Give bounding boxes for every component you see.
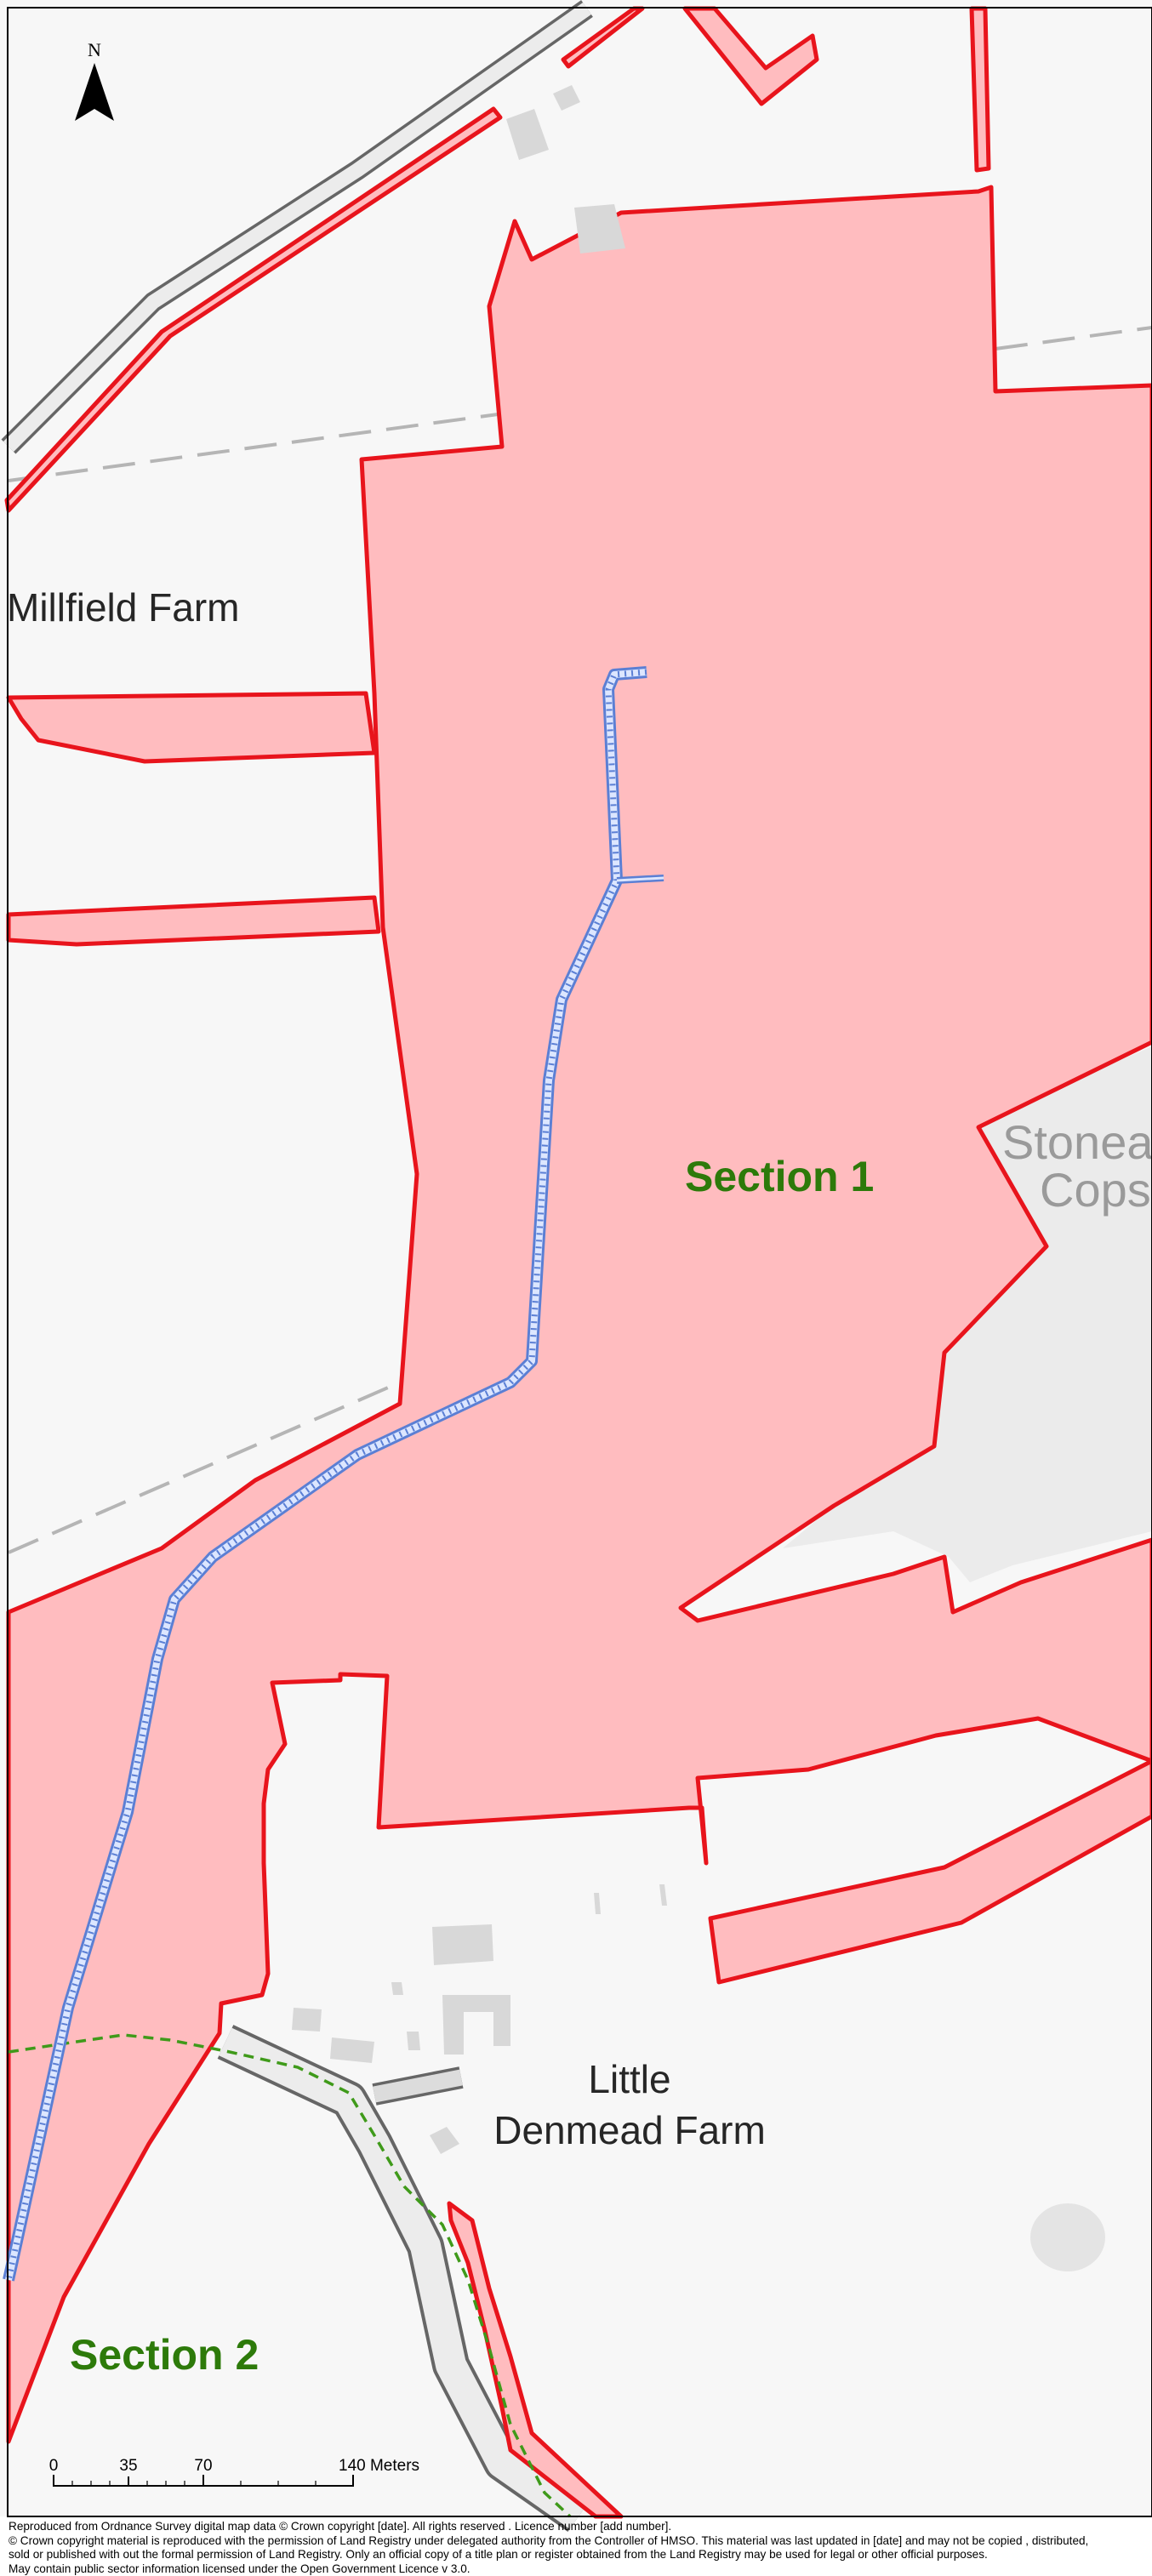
parcel-strip-east[interactable] — [708, 1758, 1152, 1985]
label-millfield-farm: Millfield Farm — [7, 585, 239, 630]
footer-line-1: Reproduced from Ordnance Survey digital … — [9, 2520, 672, 2533]
parcel-strip-west-1[interactable] — [6, 691, 377, 764]
north-arrow-icon — [75, 63, 114, 121]
farm-track-fill — [373, 2069, 463, 2103]
scale-tick-35: 35 — [119, 2457, 137, 2475]
scale-tick-0: 0 — [49, 2457, 59, 2475]
dashed-boundary-west — [8, 1381, 401, 1554]
woodland-area — [783, 1046, 1152, 1582]
scale-tick-70: 70 — [194, 2457, 212, 2475]
scale-tick-140: 140 Meters — [339, 2457, 419, 2475]
parcel-section-1[interactable] — [6, 185, 1152, 2444]
label-copse: Copse — [1040, 1163, 1152, 1217]
scale-bar: 0 35 70 140 Meters — [49, 2457, 419, 2487]
buildings-little-denmead — [292, 1884, 667, 2154]
footpath-green-dashed — [8, 2033, 572, 2518]
buildings-north — [506, 85, 625, 254]
label-denmead-farm: Denmead Farm — [493, 2108, 766, 2152]
label-stonead: Stonead — [1002, 1115, 1152, 1169]
label-little: Little — [588, 2057, 670, 2101]
road-south-fill — [219, 2027, 588, 2529]
label-section-1: Section 1 — [685, 1153, 874, 1200]
footer-line-4: May contain public sector information li… — [9, 2562, 470, 2575]
parcel-strip-northeast[interactable] — [969, 6, 991, 173]
pond-area — [1030, 2203, 1105, 2271]
map-frame — [7, 7, 1152, 2517]
cable-route[interactable] — [3, 666, 664, 2282]
north-arrow: N — [75, 39, 114, 121]
label-section-2: Section 2 — [70, 2331, 259, 2379]
copyright-footer: Reproduced from Ordnance Survey digital … — [9, 2520, 1149, 2576]
footer-line-3: sold or published with out the formal pe… — [9, 2548, 988, 2561]
dashed-boundary-northeast — [995, 326, 1152, 350]
road-northwest-fill — [3, 3, 591, 453]
north-arrow-label: N — [88, 39, 101, 60]
dashed-boundary-north — [8, 411, 511, 482]
footer-line-2: © Crown copyright material is reproduced… — [9, 2533, 1089, 2547]
